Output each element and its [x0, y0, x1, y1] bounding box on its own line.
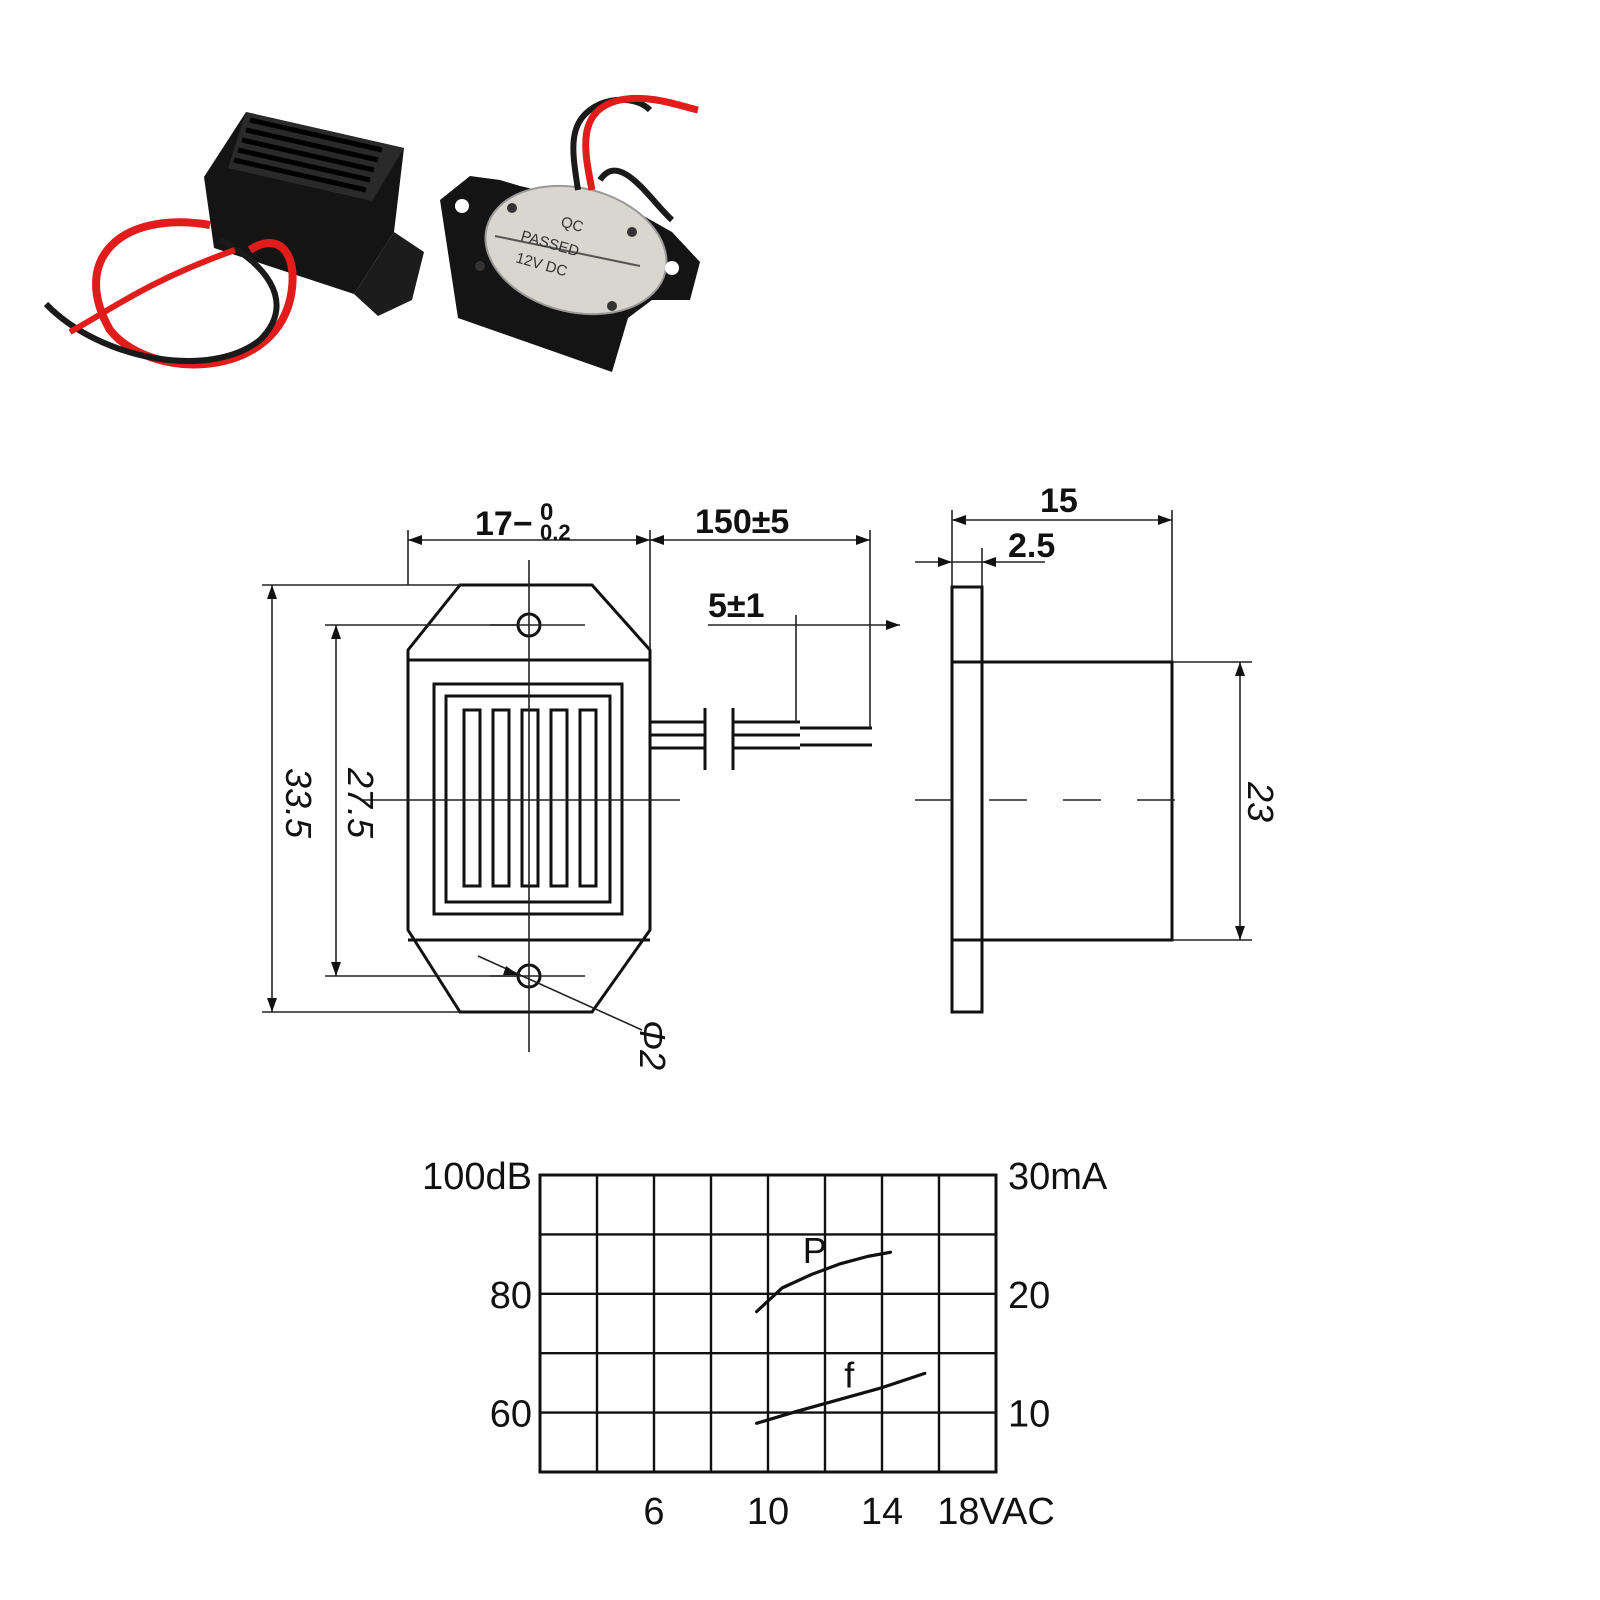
- hole-diameter-dimension: Φ2: [632, 1020, 673, 1070]
- flange-thickness-dimension: 2.5: [1008, 527, 1055, 565]
- y-right-tick-label: 20: [1008, 1275, 1050, 1317]
- body-height-dimension: 23: [1240, 781, 1281, 822]
- side-view-drawing: 15 2.5 23: [915, 482, 1281, 1014]
- photo-label-line1: QC: [559, 214, 585, 237]
- buzzer-photo-right: QC PASSED 12V DC: [440, 94, 700, 372]
- width-tolerance-lower: 0.2: [540, 520, 571, 545]
- front-slots: [462, 708, 598, 888]
- strip-length-dimension: 5±1: [708, 587, 764, 625]
- front-view-drawing: 17− 0 0.2 150±5 5±1 33.5 27.5 Φ2: [262, 499, 900, 1070]
- hole-spacing-dimension: 27.5: [340, 767, 381, 839]
- series-line-f: [755, 1371, 927, 1425]
- front-outline: [406, 583, 652, 1014]
- width-dimension: 17−: [475, 505, 533, 543]
- chart-labels: 6 10 14 18VAC 100dB 80 60 30mA 20 10: [422, 1156, 1108, 1533]
- overall-height-dimension: 33.5: [278, 768, 319, 839]
- mount-hole-icon: [665, 261, 679, 275]
- front-body: [432, 682, 624, 916]
- y-left-tick-label: 80: [490, 1275, 532, 1317]
- chart-grid: [538, 1173, 998, 1474]
- product-photo: QC PASSED 12V DC: [43, 94, 700, 372]
- x-tick-label: 18VAC: [937, 1491, 1055, 1533]
- series-label-f: f: [844, 1355, 855, 1396]
- width-tolerance-upper: 0: [540, 499, 553, 526]
- x-tick-label: 14: [861, 1491, 903, 1533]
- chart-series: Pf: [755, 1230, 927, 1425]
- x-tick-label: 6: [643, 1491, 664, 1533]
- side-body: [950, 660, 1174, 942]
- lead-length-dimension: 150±5: [695, 503, 789, 541]
- y-right-tick-label: 30mA: [1008, 1156, 1108, 1198]
- lead-wires: [650, 708, 872, 770]
- series-line-P: [755, 1250, 893, 1314]
- performance-chart: Pf 6 10 14 18VAC 100dB 80 60 30mA 20 10: [422, 1156, 1108, 1533]
- x-tick-label: 10: [747, 1491, 789, 1533]
- y-left-tick-label: 100dB: [422, 1156, 532, 1198]
- sound-slots: [233, 117, 383, 193]
- y-left-tick-label: 60: [490, 1394, 532, 1436]
- depth-dimension: 15: [1040, 482, 1078, 520]
- side-flange: [950, 585, 984, 1014]
- y-right-tick-label: 10: [1008, 1394, 1050, 1436]
- buzzer-photo-left: [43, 112, 424, 369]
- mount-hole-icon: [455, 199, 469, 213]
- series-label-P: P: [803, 1230, 827, 1271]
